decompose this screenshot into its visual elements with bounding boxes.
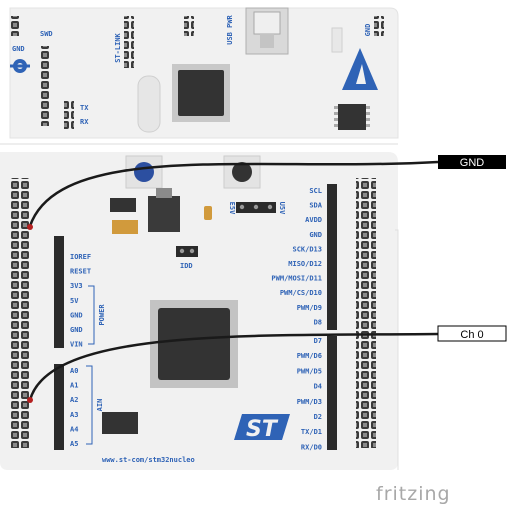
morpho-header-right: [356, 178, 376, 448]
stlink-label: ST-LINK: [114, 32, 122, 62]
digital-pin-label: RX/D0: [301, 443, 322, 451]
power-pin-label: IOREF: [70, 253, 91, 261]
st-logo-icon: ST: [234, 414, 290, 442]
crystal: [137, 75, 161, 133]
digital-header-bottom: [327, 336, 337, 450]
tantalum-cap: [112, 220, 138, 234]
gnd-left-label: GND: [12, 45, 25, 53]
idd-jumper: [176, 246, 198, 257]
swd-label: SWD: [40, 30, 53, 38]
transistor: [110, 198, 136, 212]
ch0-wire-pin-end: [27, 397, 33, 403]
eeprom-chip: [334, 104, 370, 130]
digital-pin-label: SCL: [309, 187, 322, 195]
digital-pin-label: PWM/D5: [297, 367, 322, 375]
tx-rx-header: [64, 100, 74, 130]
usb-pwr-jumper: [184, 16, 194, 36]
analog-pin-label: A3: [70, 411, 78, 419]
small-ic: [102, 412, 138, 434]
digital-pin-label: SDA: [309, 202, 322, 210]
stlink-jumpers: [124, 16, 134, 68]
ain-bracket: [86, 365, 93, 445]
voltage-regulator: [148, 196, 180, 232]
digital-pin-label: PWM/CS/D10: [280, 289, 322, 297]
power-header: [54, 236, 64, 348]
reset-button[interactable]: [223, 155, 261, 189]
digital-pin-label: PWM/MOSI/D11: [271, 275, 322, 283]
swd-header: [40, 46, 50, 126]
analog-pin-label: A1: [70, 382, 78, 390]
digital-pin-label: D2: [314, 413, 322, 421]
digital-pin-label: PWM/D9: [297, 304, 322, 312]
usb-connector: [245, 7, 289, 55]
analog-header: [54, 364, 64, 450]
digital-pin-label: D4: [314, 383, 322, 391]
power-pin-label: GND: [70, 326, 83, 334]
digital-header-top: [327, 184, 337, 330]
stlink-mcu: [172, 64, 230, 122]
ch0-wire[interactable]: [28, 332, 439, 401]
main-mcu: [150, 300, 238, 388]
power-bracket: [88, 285, 95, 345]
analog-pin-label: A2: [70, 396, 78, 404]
power-pin-label: 3V3: [70, 282, 83, 290]
regulator-tab: [156, 188, 172, 198]
user-button[interactable]: [125, 155, 163, 189]
analog-pin-label: A4: [70, 425, 78, 433]
digital-pin-labels: SCL SDA AVDD GND SCK/D13MISO/D12PWM/MOSI/D11…: [271, 187, 322, 451]
digital-pin-label: PWM/D3: [297, 398, 322, 406]
gnd-net-label[interactable]: GND: [438, 155, 506, 169]
power-label: POWER: [98, 304, 106, 326]
fritzing-watermark: fritzing: [376, 483, 451, 505]
tx-label: TX: [80, 104, 89, 112]
small-cap: [204, 206, 212, 220]
digital-pin-label: TX/D1: [301, 428, 322, 436]
stlink-logo-icon: [10, 59, 30, 73]
gnd-jumper-left: [9, 16, 19, 36]
u5v-label: U5V: [278, 202, 286, 215]
gnd-jumper-right: [374, 16, 384, 36]
digital-pin-label: MISO/D12: [288, 260, 322, 268]
ch0-net-label[interactable]: Ch 0: [437, 325, 507, 342]
board-cut: [395, 229, 399, 470]
ch0-net-label-text: Ch 0: [460, 329, 483, 341]
power-pin-label: RESET: [70, 268, 91, 276]
power-pin-labels: IOREF RESET 3V3 5V GND GND VIN: [70, 253, 91, 349]
usb-pwr-label: USB PWR: [226, 14, 234, 44]
analog-pin-label: A0: [70, 367, 78, 375]
gnd-wire-pin-end: [27, 224, 33, 230]
power-pin-label: VIN: [70, 341, 83, 349]
gnd-net-label-text: GND: [460, 157, 485, 169]
ain-label: AIN: [96, 399, 104, 412]
power-pin-label: GND: [70, 311, 83, 319]
idd-label: IDD: [180, 262, 193, 270]
digital-pin-label: AVDD: [305, 216, 322, 224]
e5v-label: E5V: [228, 202, 236, 215]
digital-pin-label: GND: [309, 231, 322, 239]
gnd-right-label: GND: [364, 24, 372, 37]
led: [331, 27, 343, 53]
rx-label: RX: [80, 118, 89, 126]
gnd-wire[interactable]: [28, 160, 439, 227]
digital-pin-label: D7: [314, 337, 322, 345]
digital-pin-label: PWM/D6: [297, 352, 322, 360]
power-pin-label: 5V: [70, 297, 79, 305]
esd-logo-icon: [342, 48, 378, 90]
digital-pin-label: D8: [314, 318, 322, 326]
analog-pin-label: A5: [70, 440, 78, 448]
svg-text:ST: ST: [246, 417, 279, 442]
board-url: www.st-com/stm32nucleo: [102, 456, 195, 464]
digital-pin-label: SCK/D13: [292, 245, 322, 253]
morpho-header-left: [10, 178, 30, 448]
